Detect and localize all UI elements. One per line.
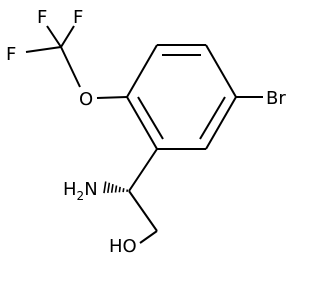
bond-stereocenter-ch2	[128, 190, 158, 232]
hashed-wedge-bond	[103, 181, 129, 194]
bond-c-o	[60, 46, 81, 88]
atom-label-br: Br	[266, 88, 286, 109]
hash-line	[118, 186, 121, 193]
amine-n: N	[84, 179, 97, 200]
hash-line	[114, 185, 118, 193]
cf3-group	[25, 25, 81, 88]
hash-line	[122, 188, 125, 193]
hash-line	[103, 181, 107, 194]
molecule-drawing: F F F O Br H2N HO	[6, 7, 286, 257]
bond-c-f-top-left	[46, 25, 62, 48]
bond-ring-stereocenter	[128, 148, 158, 192]
atom-label-f-top-left: F	[37, 7, 47, 28]
benzene-ring	[126, 44, 237, 150]
ring-double-2	[199, 96, 226, 140]
bond-o-ring	[96, 96, 128, 99]
amine-h: H	[63, 179, 77, 200]
ring-bond-4	[205, 96, 237, 150]
hash-line	[107, 182, 111, 194]
ring-bond-1	[126, 44, 158, 98]
atom-label-amine-h: H2N	[63, 179, 98, 203]
atom-label-f-left: F	[6, 44, 16, 65]
ring-bond-6	[126, 96, 158, 150]
structure-canvas: F F F O Br H2N HO	[6, 7, 287, 257]
atom-label-hydroxyl: HO	[109, 236, 137, 257]
bond-c-f-top-right	[60, 25, 75, 48]
atom-label-o-ether: O	[79, 89, 93, 110]
atom-label-f-top-right: F	[73, 7, 83, 28]
ring-bond-3	[205, 44, 237, 98]
ring-double-3	[137, 96, 164, 140]
bond-ch2-oh	[139, 230, 158, 244]
amine-h-subscript: 2	[77, 189, 85, 203]
hash-line	[110, 184, 114, 193]
bond-c-f-left	[25, 46, 62, 53]
